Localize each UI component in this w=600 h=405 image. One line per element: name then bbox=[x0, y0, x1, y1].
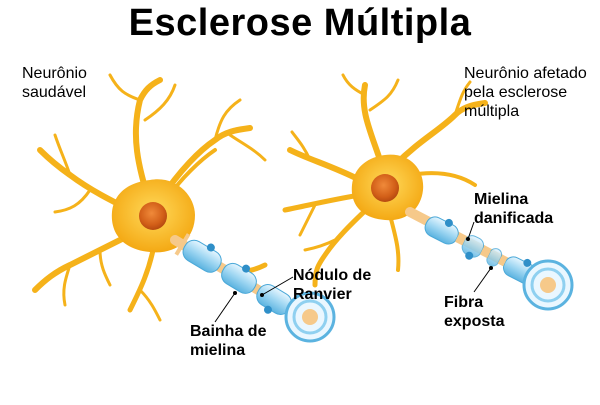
label-line: Bainha de bbox=[190, 323, 267, 340]
affected-neuron bbox=[282, 73, 574, 311]
label-exposed-fiber: Fibra exposta bbox=[444, 293, 504, 331]
label-affected-neuron: Neurônio afetado pela esclerose múltipla bbox=[464, 64, 587, 121]
label-line: Fibra bbox=[444, 294, 484, 311]
label-line: Neurônio afetado bbox=[464, 65, 587, 82]
label-line: mielina bbox=[190, 342, 246, 359]
label-myelin-sheath: Bainha de mielina bbox=[190, 322, 266, 360]
label-line: Nódulo de bbox=[293, 267, 372, 284]
label-line: saudável bbox=[22, 84, 87, 101]
label-node-of-ranvier: Nódulo de Ranvier bbox=[293, 266, 371, 304]
label-line: pela esclerose bbox=[464, 84, 568, 101]
label-line: Ranvier bbox=[293, 286, 352, 303]
label-line: Neurônio bbox=[22, 65, 87, 82]
healthy-soma bbox=[111, 179, 195, 253]
healthy-axon bbox=[170, 233, 336, 343]
diagram-title: Esclerose Múltipla bbox=[128, 2, 472, 44]
label-damaged-myelin: Mielina danificada bbox=[474, 190, 553, 228]
affected-axon-end bbox=[522, 259, 574, 311]
label-line: Mielina bbox=[474, 191, 529, 208]
healthy-neuron bbox=[32, 73, 336, 343]
leader-lines bbox=[214, 221, 492, 323]
label-line: danificada bbox=[474, 210, 554, 227]
label-line: exposta bbox=[444, 313, 505, 330]
affected-dendrites bbox=[282, 73, 488, 288]
label-line: múltipla bbox=[464, 103, 520, 120]
healthy-axon-end bbox=[284, 291, 336, 343]
healthy-nucleus bbox=[139, 202, 167, 230]
affected-soma bbox=[351, 154, 424, 221]
affected-axon bbox=[405, 207, 574, 311]
affected-nucleus bbox=[371, 174, 399, 202]
label-healthy-neuron: Neurônio saudável bbox=[22, 64, 87, 102]
